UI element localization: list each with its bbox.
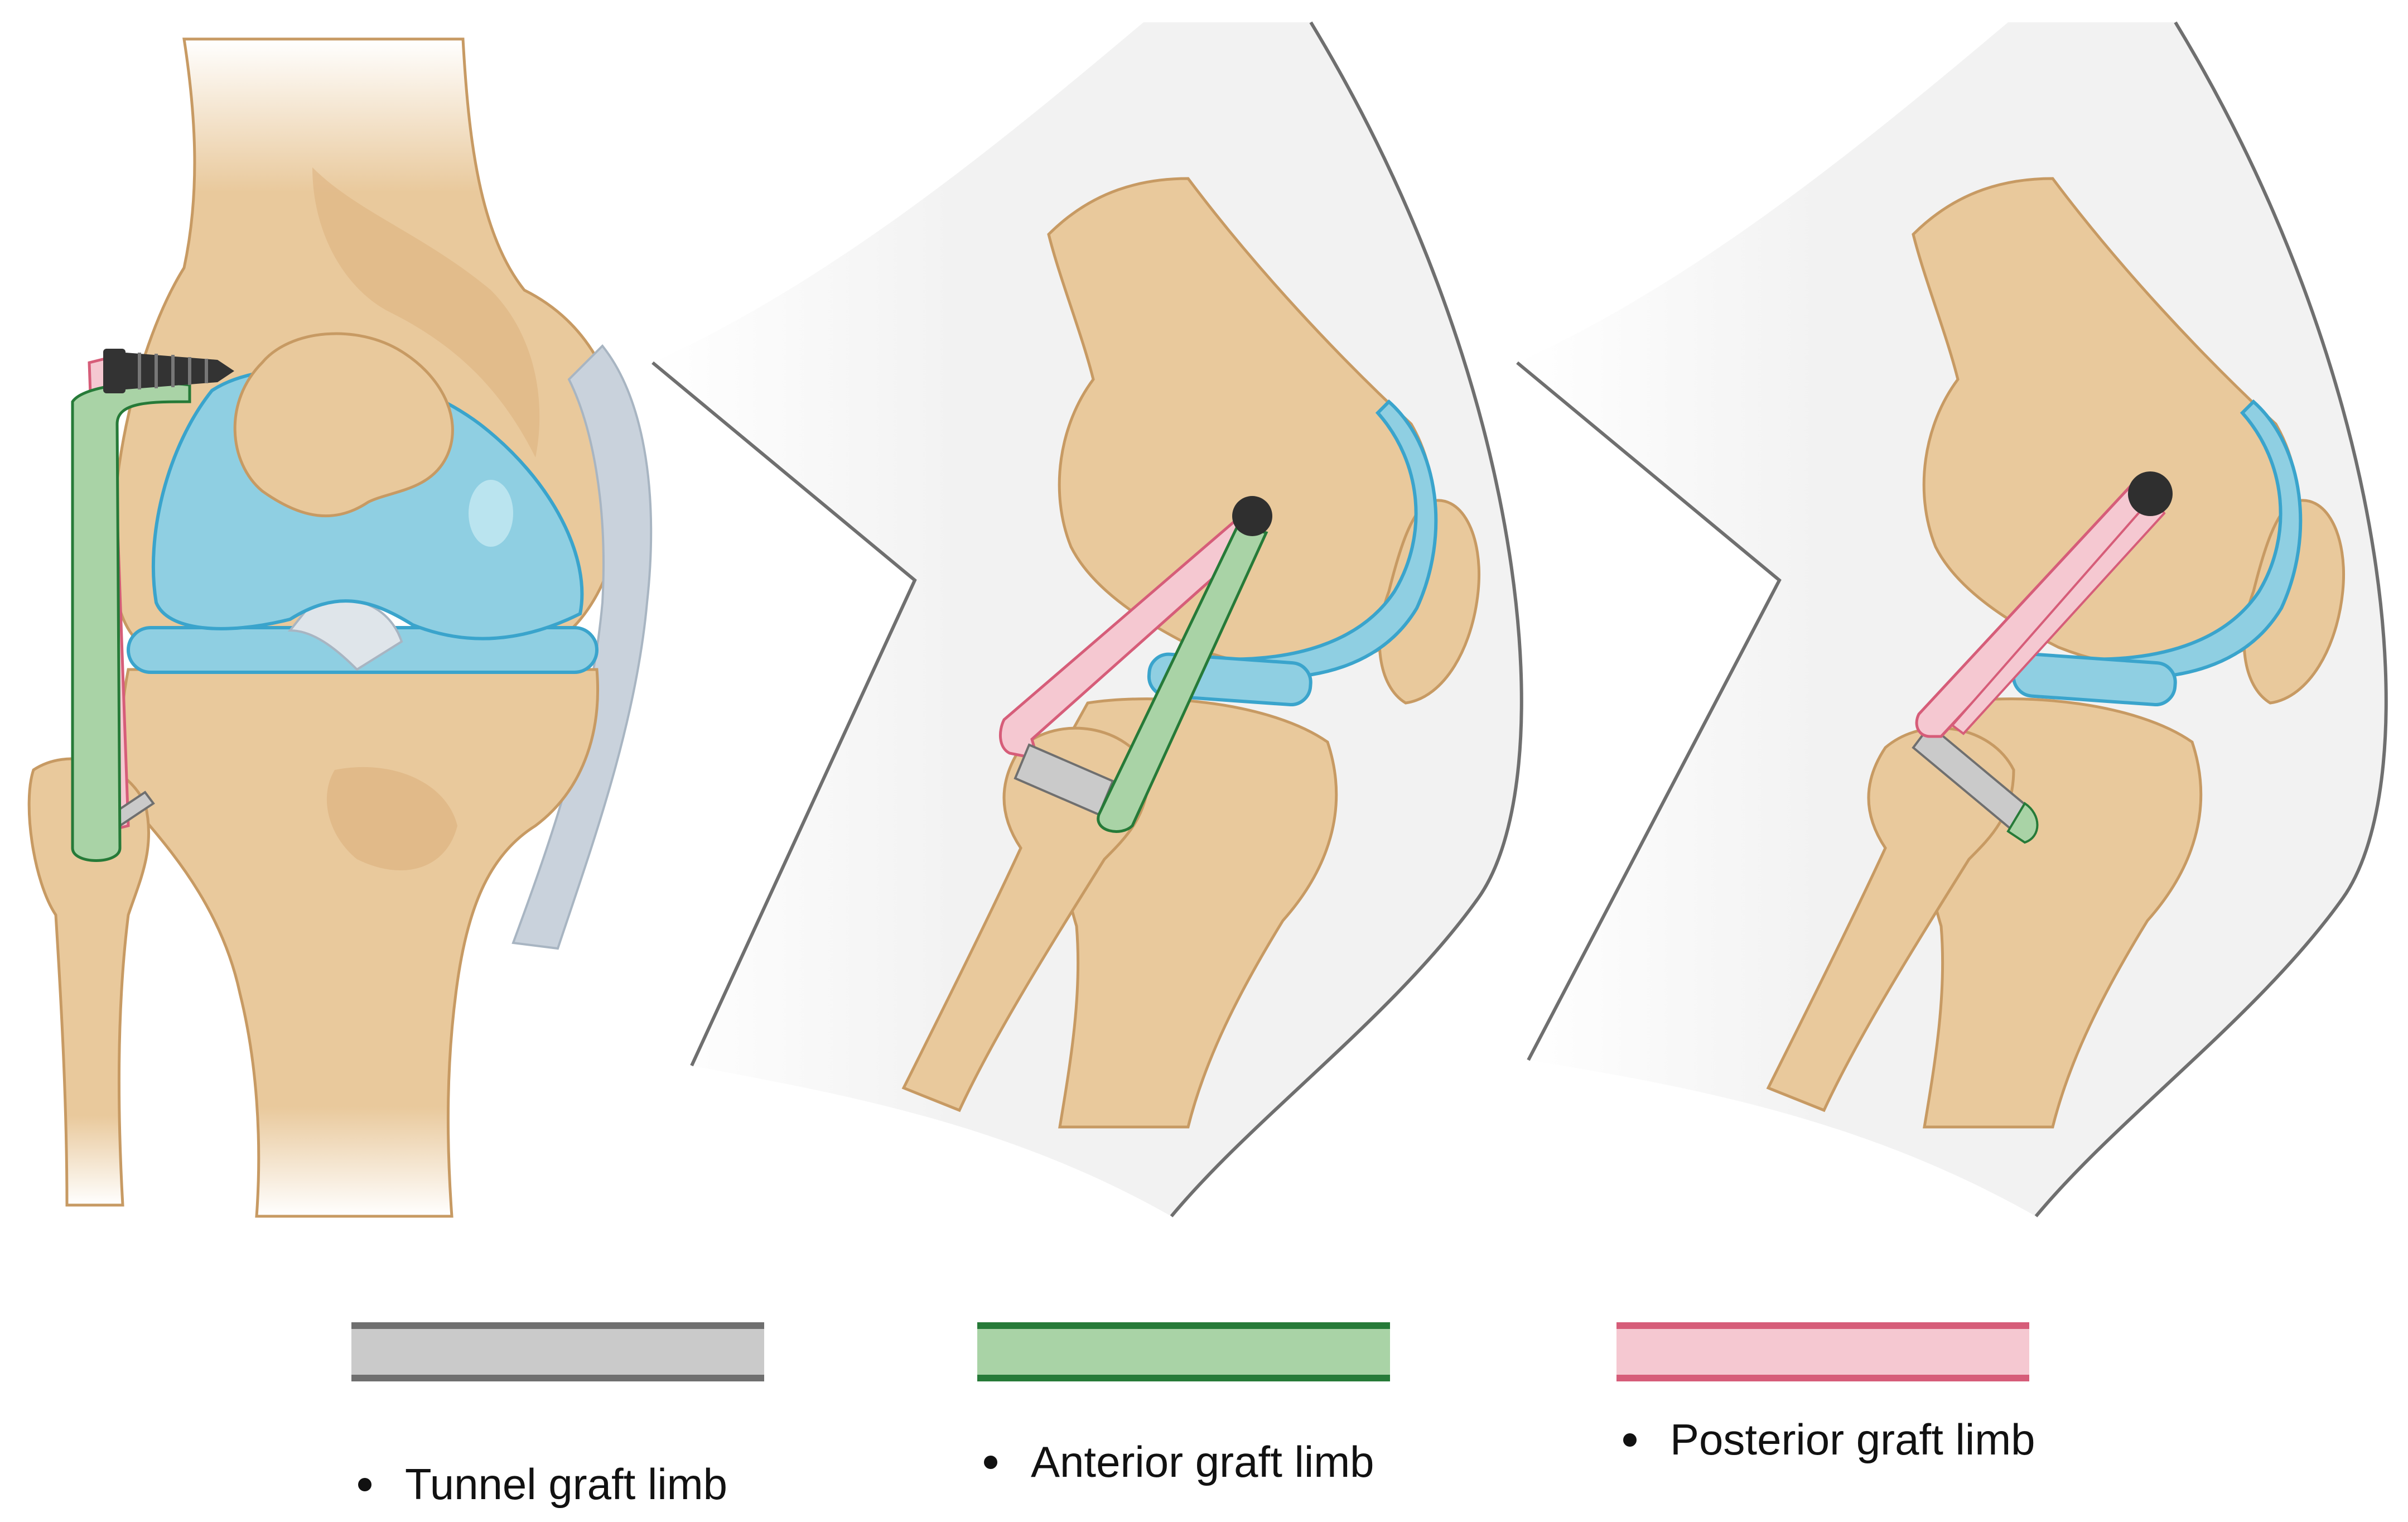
patella	[233, 332, 454, 518]
meniscus-lateral-2	[2011, 652, 2177, 707]
anterior-graft-tip-lateral-2	[2006, 802, 2039, 844]
legend-swatch-anterior	[977, 1322, 1390, 1381]
tibia	[120, 668, 600, 1218]
legend-swatch-posterior	[1616, 1322, 2029, 1381]
legend-label-posterior: Posterior graft limb	[1670, 1415, 2035, 1464]
tibia-shading	[326, 767, 457, 870]
legend-label-anterior: Anterior graft limb	[1031, 1437, 1374, 1486]
panel-front-knee	[27, 37, 653, 1218]
legend-bullet	[358, 1477, 371, 1491]
anchor-dot-1	[1232, 496, 1272, 536]
posterior-graft-lateral-2	[1915, 478, 2161, 738]
legend-bullet	[1623, 1433, 1637, 1447]
legend-swatch-tunnel	[351, 1322, 764, 1381]
anchor-dot-2	[2128, 471, 2173, 516]
legend-bullet	[984, 1455, 997, 1469]
fibula-lateral-2	[1766, 726, 2015, 1112]
skin-outline-2	[1516, 21, 2388, 1217]
skin-outline	[652, 21, 1523, 1217]
legend-tunnel: Tunnel graft limb	[351, 1322, 764, 1509]
screw-icon	[103, 349, 234, 393]
legend-label-tunnel: Tunnel graft limb	[405, 1460, 728, 1509]
patella-lateral	[1378, 499, 1480, 705]
cartilage-highlight	[469, 480, 513, 547]
anterior-graft-lateral-1	[1097, 522, 1268, 833]
legend-anterior: Anterior graft limb	[977, 1322, 1390, 1486]
patella-lateral-2	[2242, 499, 2345, 705]
panel-lateral-knee-2	[1516, 21, 2388, 1217]
femur-shading	[312, 167, 540, 457]
panel-lateral-knee-1	[652, 21, 1523, 1217]
lateral-ligament	[511, 344, 653, 950]
legend-posterior: Posterior graft limb	[1616, 1322, 2035, 1464]
